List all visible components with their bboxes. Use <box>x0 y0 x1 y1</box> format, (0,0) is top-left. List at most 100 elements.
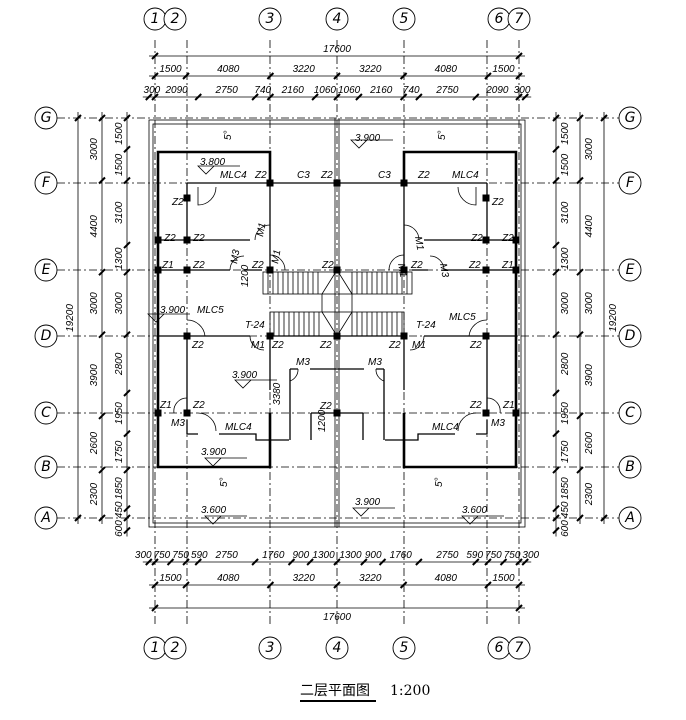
plan-label: 3380 <box>272 382 283 405</box>
axis-label: F <box>42 175 51 191</box>
plan-label: Z2 <box>192 233 205 244</box>
level-marker-icon <box>352 507 395 517</box>
column-marker <box>482 332 490 340</box>
axis-label: 5 <box>400 11 409 27</box>
dimension-label: 300 <box>514 85 531 96</box>
axis-bubble <box>618 258 642 282</box>
axis-label: F <box>626 175 635 191</box>
axis-bubble <box>163 636 187 660</box>
column-marker <box>400 179 408 187</box>
axis-label: 1 <box>151 640 160 656</box>
dimension-label: 17600 <box>323 44 351 55</box>
dimension-label: 2750 <box>435 85 459 96</box>
axis-label: 4 <box>333 11 342 27</box>
level-marker-icon <box>350 139 393 149</box>
dimension-label: 3000 <box>584 138 595 161</box>
doors <box>173 186 501 432</box>
drawing-scale: 1:200 <box>390 683 430 699</box>
dimension-label: 1060 <box>314 85 337 96</box>
axis-bubble <box>258 636 282 660</box>
dimension-label: 590 <box>191 550 208 561</box>
dimension-label: 3220 <box>293 64 316 75</box>
dimension-label: 2160 <box>281 85 305 96</box>
plan-label: Z2 <box>321 260 334 271</box>
plan-label: T-24 <box>245 320 265 331</box>
dimension-label: 300 <box>522 550 539 561</box>
dimension-label: 590 <box>466 550 483 561</box>
axis-bubble <box>34 171 58 195</box>
plan-label: M1 <box>255 222 268 238</box>
dimension-label: 900 <box>292 550 309 561</box>
axis-label: G <box>625 110 636 126</box>
plan-label: MLC4 <box>432 422 459 433</box>
axis-bubble <box>34 401 58 425</box>
dimension-label: 3000 <box>114 292 125 315</box>
column-marker <box>482 266 490 274</box>
dimension-label: 4080 <box>435 64 458 75</box>
dimension-label: 4400 <box>584 215 595 238</box>
dimension-label: 1500 <box>114 122 125 145</box>
dimension-label: 1300 <box>339 550 362 561</box>
axis-bubble <box>507 7 531 31</box>
dimension-label: 4080 <box>435 573 458 584</box>
dimension-label: 740 <box>403 85 420 96</box>
dimension-label: 1300 <box>312 550 335 561</box>
dimension-label: 1950 <box>114 402 125 425</box>
axis-bubble <box>34 455 58 479</box>
plan-label: 5° <box>437 130 448 140</box>
dimension-label: 2750 <box>215 550 239 561</box>
axis-bubble <box>618 171 642 195</box>
plan-label: Z2 <box>171 197 184 208</box>
dimension-label: 300 <box>135 550 152 561</box>
axis-bubble <box>34 258 58 282</box>
plan-label: 1200 <box>317 409 328 432</box>
column-marker <box>333 179 341 187</box>
plan-label: C3 <box>297 170 310 181</box>
axis-label: 7 <box>515 640 524 656</box>
plan-label: 3.600 <box>462 505 487 516</box>
axis-label: 5 <box>400 640 409 656</box>
drawing-title-text: 二层平面图 <box>300 683 370 699</box>
plan-label: M3 <box>437 263 450 279</box>
plan-label: 3.900 <box>232 370 257 381</box>
plan-label: Z2 <box>192 260 205 271</box>
plan-label: 3.900 <box>355 497 380 508</box>
level-marker-icon <box>197 165 240 175</box>
plan-label: 3.800 <box>200 157 225 168</box>
dimension-label: 1300 <box>114 247 125 270</box>
plan-label: Z2 <box>469 400 482 411</box>
dimension-label: 2300 <box>89 482 100 506</box>
dimension-label: 1850 <box>560 477 571 500</box>
plan-label: Z1 <box>159 400 172 411</box>
plan-label: M3 <box>491 418 505 429</box>
column-marker <box>183 236 191 244</box>
plan-label: MLC5 <box>197 305 224 316</box>
dimension-label: 300 <box>144 85 161 96</box>
plan-label: Z2 <box>319 401 332 412</box>
dimension-label: 3220 <box>293 573 316 584</box>
plan-label: M1 <box>251 340 265 351</box>
axis-label: 2 <box>171 640 180 656</box>
plan-label: C3 <box>378 170 391 181</box>
column-marker <box>512 409 520 417</box>
axis-label: 3 <box>266 640 275 656</box>
plan-label: Z2 <box>501 233 514 244</box>
plan-label: Z2 <box>271 340 284 351</box>
plan-label: Z2 <box>470 233 483 244</box>
column-marker <box>512 266 520 274</box>
dimension-label: 2800 <box>560 352 571 376</box>
dimension-label: 2750 <box>215 85 239 96</box>
dimension-label: 2600 <box>89 431 100 455</box>
axis-label: C <box>41 405 51 421</box>
dimension-label: 750 <box>504 550 521 561</box>
plan-label: Z2 <box>388 340 401 351</box>
plan-label: MLC4 <box>452 170 479 181</box>
axis-bubble <box>507 636 531 660</box>
column-marker <box>183 409 191 417</box>
dimension-label: 900 <box>365 550 382 561</box>
plan-label: M3 <box>171 418 185 429</box>
column-marker <box>183 266 191 274</box>
